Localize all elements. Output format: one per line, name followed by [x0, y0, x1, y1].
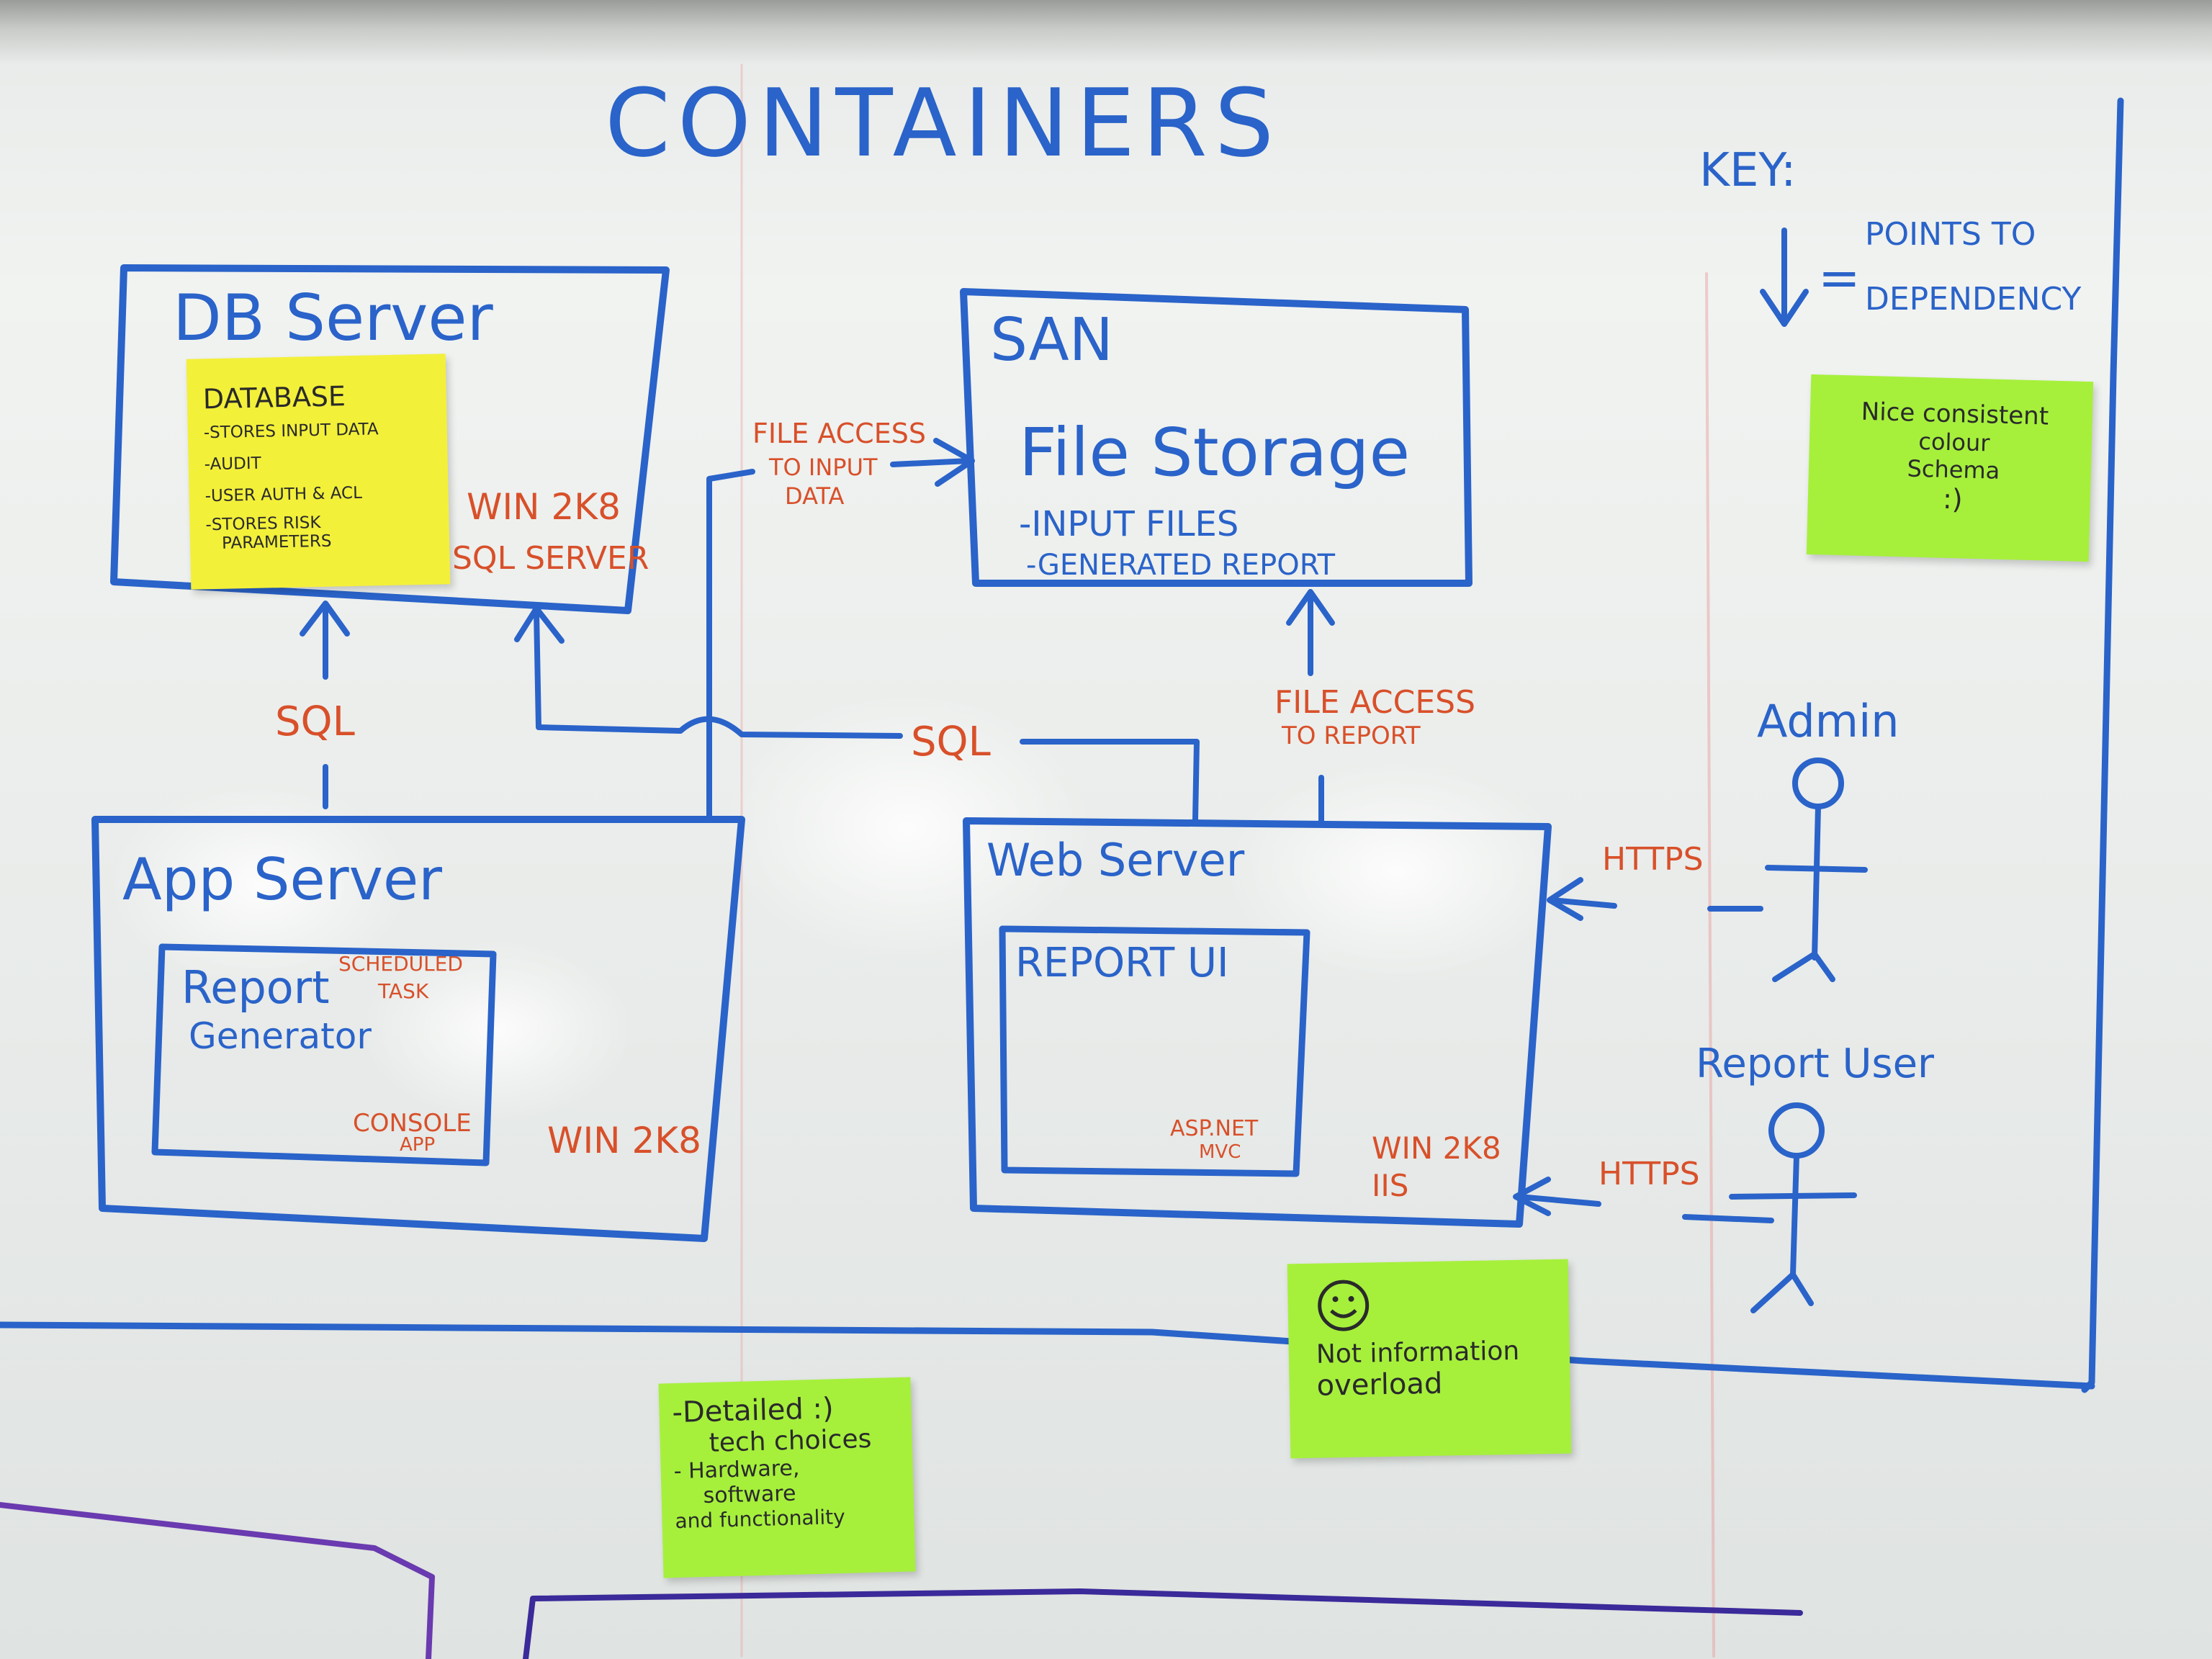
database-sticky-note: DATABASE -STORES INPUT DATA -AUDIT -USER…	[186, 354, 451, 590]
aspnet-tag-line2: MVC	[1199, 1141, 1241, 1163]
note-heading: DATABASE	[202, 380, 346, 415]
edge-label-user-web: HTTPS	[1599, 1156, 1700, 1192]
lower-box-right	[523, 1588, 1803, 1659]
arrowhead	[933, 438, 975, 487]
colour-scheme-sticky-note: Nice consistent colour Schema :)	[1806, 374, 2094, 562]
app-server-box	[91, 816, 745, 1242]
edge-app-san	[706, 469, 755, 820]
web-server-tech-line1: WIN 2K8	[1372, 1130, 1501, 1166]
report-ui-box	[999, 925, 1310, 1177]
note-line: and functionality	[675, 1504, 846, 1534]
edge-label-admin-web: HTTPS	[1602, 841, 1704, 878]
diagram-title: CONTAINERS	[605, 68, 1282, 178]
report-generator-title-line2: Generator	[189, 1015, 372, 1057]
arrowhead	[300, 601, 350, 637]
guide-line	[1705, 272, 1715, 1658]
key-heading: KEY:	[1699, 144, 1797, 197]
report-user-figure	[1682, 1102, 1857, 1313]
actor-report-user-label: Report User	[1696, 1040, 1935, 1087]
san-item: -INPUT FILES	[1019, 504, 1239, 544]
edge-label-app-san-line1: FILE ACCESS	[752, 418, 926, 449]
arrowhead	[1286, 589, 1335, 626]
note-item: -STORES INPUT DATA	[203, 420, 379, 443]
note-item: -USER AUTH & ACL	[204, 483, 363, 506]
san-item: -GENERATED REPORT	[1026, 549, 1336, 582]
report-generator-title-line1: Report	[181, 961, 330, 1014]
note-item: PARAMETERS	[221, 531, 332, 553]
key-meaning-line2: DEPENDENCY	[1865, 281, 2082, 318]
edge-admin-web	[1549, 897, 1617, 909]
detailed-sticky-note: -Detailed :) tech choices - Hardware, so…	[658, 1377, 916, 1578]
web-server-box	[963, 817, 1552, 1228]
arrowhead	[1513, 1177, 1551, 1216]
edge-label-app-san-line3: DATA	[785, 482, 845, 510]
web-server-tech-line2: IIS	[1372, 1168, 1409, 1203]
aspnet-tag-line1: ASP.NET	[1170, 1116, 1259, 1141]
arrowhead	[1760, 289, 1809, 327]
actor-admin-label: Admin	[1757, 695, 1899, 747]
note-item: -AUDIT	[204, 454, 261, 475]
app-server-title: App Server	[122, 846, 443, 913]
san-subtitle: File Storage	[1019, 414, 1411, 491]
edge-label-web-san-line1: FILE ACCESS	[1274, 684, 1476, 721]
edge-label-web-db: SQL	[911, 719, 991, 765]
console-app-tag-line2: APP	[400, 1134, 436, 1156]
scheduled-task-tag-line1: SCHEDULED	[338, 952, 463, 976]
edge-web-db	[534, 609, 903, 739]
note-line: tech choices	[709, 1424, 872, 1458]
edge-label-app-san-line2: TO INPUT	[769, 454, 878, 481]
edge-label-app-db: SQL	[275, 698, 355, 745]
edge-app-san	[890, 458, 971, 467]
report-ui-title: REPORT UI	[1015, 940, 1229, 986]
console-app-tag-line1: CONSOLE	[353, 1109, 472, 1138]
web-server-title: Web Server	[986, 834, 1245, 886]
edge-user-web	[1516, 1194, 1601, 1207]
app-server-tech: WIN 2K8	[547, 1120, 701, 1161]
lower-box-left	[0, 1502, 435, 1659]
outer-frame	[0, 1321, 2095, 1390]
san-box	[960, 288, 1473, 587]
key-meaning-line1: POINTS TO	[1865, 216, 2036, 253]
edge-label-web-san-line2: TO REPORT	[1282, 721, 1421, 750]
note-line: Not information	[1316, 1336, 1520, 1370]
arrowhead	[1547, 877, 1583, 921]
smiley-icon	[1318, 1280, 1370, 1331]
edge-web-db	[1020, 739, 1200, 822]
san-title: SAN	[990, 306, 1114, 374]
note-line: -Detailed :)	[671, 1392, 835, 1430]
db-server-tech-line2: SQL SERVER	[452, 540, 649, 577]
note-line: overload	[1316, 1367, 1443, 1403]
arrowhead	[514, 606, 565, 644]
scheduled-task-tag-line2: TASK	[378, 979, 429, 1003]
key-equals: =	[1818, 248, 1861, 307]
overload-sticky-note: Not information overload	[1287, 1259, 1572, 1459]
db-server-tech-line1: WIN 2K8	[467, 486, 621, 528]
admin-figure	[1707, 757, 1868, 982]
db-server-title: DB Server	[173, 281, 493, 355]
smiley-icon: :)	[1942, 482, 1964, 516]
db-server-box	[110, 264, 670, 614]
report-generator-box	[151, 943, 497, 1166]
outer-frame	[2081, 97, 2124, 1393]
